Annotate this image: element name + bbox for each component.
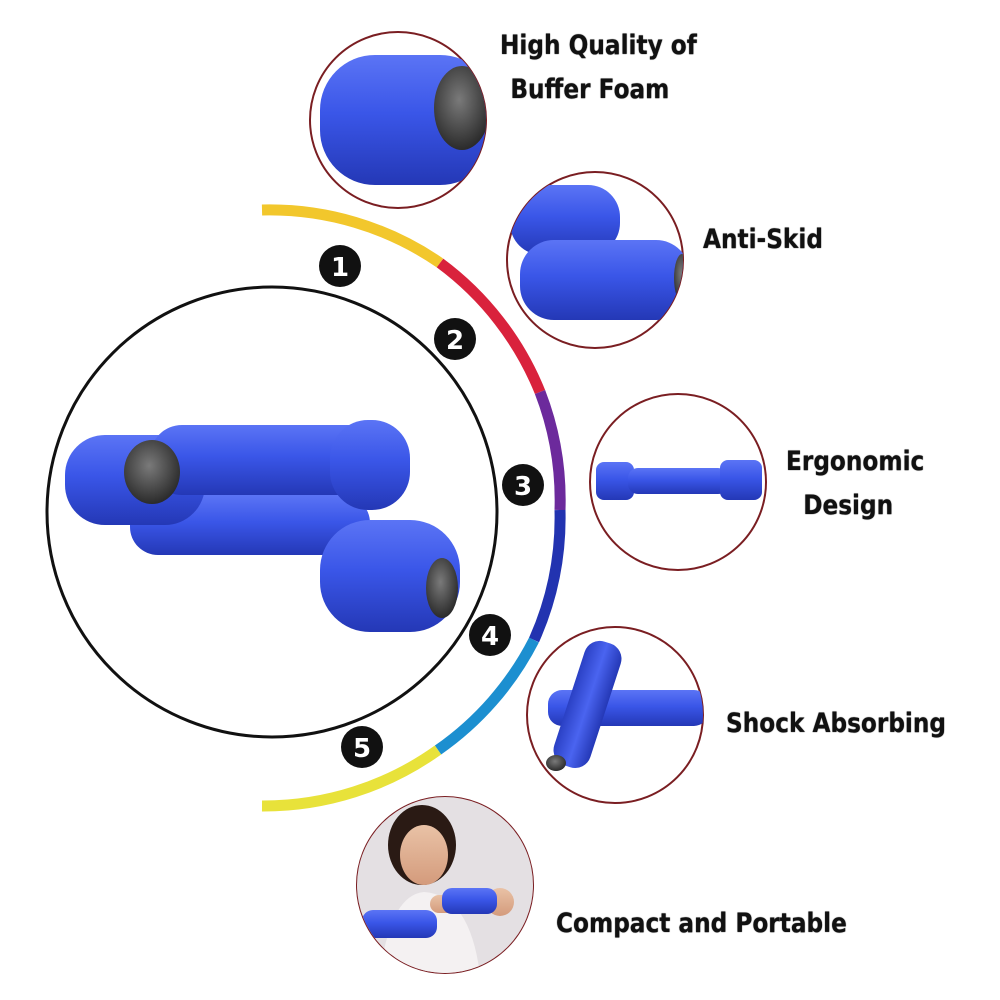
step-number-3: 3 xyxy=(514,472,532,502)
feature-label-compact: Compact and Portable xyxy=(556,902,847,946)
feature-label-foam-line-1: High Quality of xyxy=(500,30,697,61)
step-number-2: 2 xyxy=(446,326,464,356)
feature-label-anti-skid: Anti-Skid xyxy=(703,218,823,262)
feature-image-ergonomic xyxy=(589,393,767,571)
main-product-image xyxy=(45,285,499,739)
step-badge-5: 5 xyxy=(341,726,383,768)
feature-label-anti-skid-line-1: Anti-Skid xyxy=(703,224,823,255)
feature-label-ergonomic-line-1: Ergonomic xyxy=(786,446,925,477)
step-badge-1: 1 xyxy=(319,245,361,287)
feature-label-compact-line-1: Compact and Portable xyxy=(556,908,847,939)
step-number-4: 4 xyxy=(481,622,499,652)
feature-label-ergonomic: Ergonomic Design xyxy=(786,440,924,528)
feature-label-foam: High Quality of Buffer Foam xyxy=(500,24,697,112)
step-number-5: 5 xyxy=(353,734,371,764)
feature-label-shock-line-1: Shock Absorbing xyxy=(726,708,947,739)
step-badge-2: 2 xyxy=(434,318,476,360)
step-number-1: 1 xyxy=(331,253,349,283)
step-badge-3: 3 xyxy=(502,464,544,506)
feature-label-ergonomic-line-2: Design xyxy=(803,490,894,521)
feature-image-foam xyxy=(309,31,487,209)
feature-image-compact xyxy=(356,796,534,974)
feature-label-foam-line-2: Buffer Foam xyxy=(510,74,670,105)
feature-label-shock: Shock Absorbing xyxy=(726,702,946,746)
color-arc xyxy=(261,204,566,812)
step-badge-4: 4 xyxy=(469,614,511,656)
feature-image-shock xyxy=(526,626,704,804)
feature-image-anti-skid xyxy=(506,171,684,349)
